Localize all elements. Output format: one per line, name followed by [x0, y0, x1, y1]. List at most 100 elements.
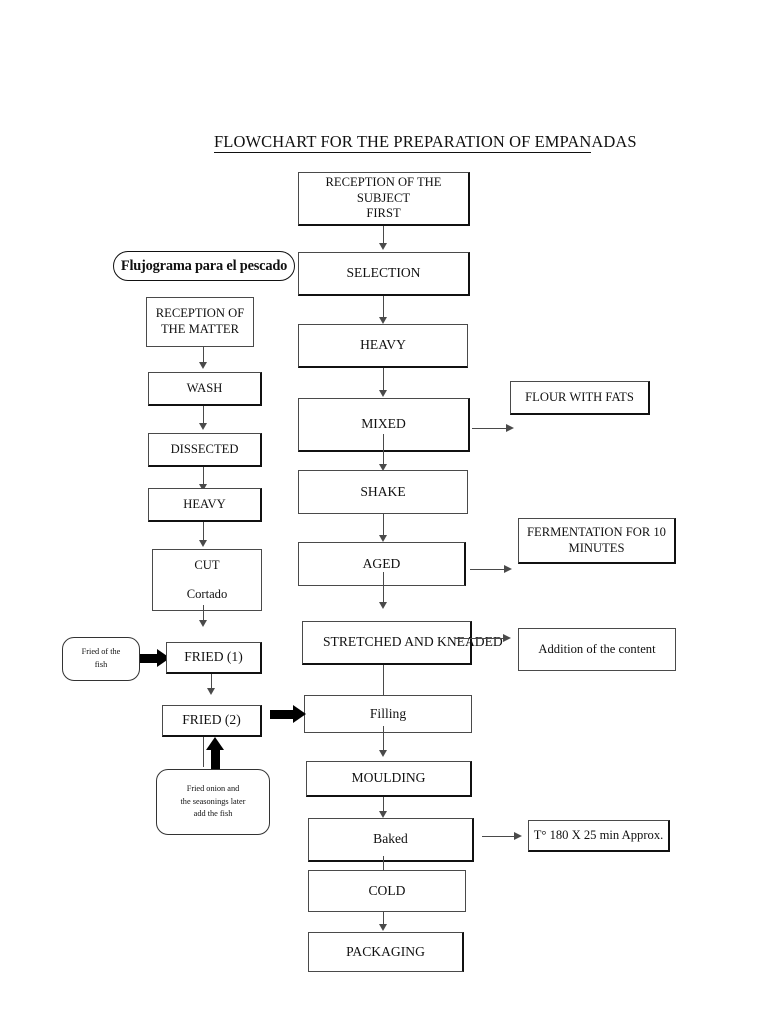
node-aged[interactable]: AGED — [298, 542, 466, 586]
connector-dissected-to-heavy — [203, 467, 205, 487]
node-stretched-kneaded[interactable]: STRETCHED AND KNEADED — [302, 621, 503, 665]
connector-onion-stub — [203, 737, 205, 767]
node-heavy-fish[interactable]: HEAVY — [148, 488, 262, 522]
arrowhead-shake — [379, 464, 387, 471]
fat-arrow-shaft — [140, 654, 158, 663]
connector-matter-to-wash — [203, 347, 205, 365]
note-flour-with-fats[interactable]: FLOUR WITH FATS — [510, 381, 650, 415]
note-addition-content[interactable]: Addition of the content — [518, 628, 676, 671]
page-title-underlined: FLOWCHART FOR THE PREPARATION OF EMPAN — [214, 132, 592, 153]
node-line-1: DISSECTED — [170, 441, 239, 456]
arrowhead-wash — [199, 362, 207, 369]
node-wash[interactable]: WASH — [148, 372, 262, 406]
node-line-2: THE MATTER — [160, 322, 239, 336]
fat-arrow-onion-to-fried2 — [206, 737, 225, 769]
node-line-1: RECEPTION OF THE SUBJECT — [325, 174, 442, 205]
note-baking-temp[interactable]: T° 180 X 25 min Approx. — [528, 820, 670, 852]
node-selection[interactable]: SELECTION — [298, 252, 470, 296]
bubble-flujograma-pescado[interactable]: Flujograma para el pescado — [113, 251, 295, 281]
node-line-1: MOULDING — [351, 770, 426, 785]
arrowhead-selection — [379, 243, 387, 250]
connector-heavy-to-cut — [203, 522, 205, 544]
connector-cold-to-packaging — [383, 912, 385, 928]
note-line-2: fish — [94, 660, 108, 669]
fat-arrow-head — [206, 737, 224, 750]
connector-stretched-to-addition — [455, 638, 505, 640]
node-heavy-main[interactable]: HEAVY — [298, 324, 468, 368]
connector-reception-to-selection — [383, 226, 385, 247]
arrowhead-mixed — [379, 390, 387, 397]
page-title: FLOWCHART FOR THE PREPARATION OF EMPANAD… — [214, 132, 637, 153]
page-title-tail: ADAS — [591, 132, 637, 151]
arrowhead-stretched — [379, 602, 387, 609]
arrowhead-fried-1 — [199, 620, 207, 627]
note-fried-onion[interactable]: Fried onion and the seasonings later add… — [156, 769, 270, 835]
fat-arrow-shaft — [270, 710, 294, 719]
node-line-1: AGED — [362, 555, 401, 571]
node-line-2: FIRST — [366, 206, 401, 221]
node-line-1: MIXED — [361, 416, 406, 431]
node-baked[interactable]: Baked — [308, 818, 474, 862]
connector-moulding-to-baked — [383, 797, 385, 815]
connector-selection-to-heavy — [383, 296, 385, 321]
connector-stretched-to-filling — [383, 665, 385, 695]
node-dissected[interactable]: DISSECTED — [148, 433, 262, 467]
connector-cut-to-fried1 — [203, 605, 205, 625]
node-line-1: STRETCHED AND KNEADED — [323, 634, 503, 649]
node-mixed[interactable]: MIXED — [298, 398, 470, 452]
node-fried-1[interactable]: FRIED (1) — [166, 642, 262, 674]
node-line-1: FRIED (1) — [184, 649, 243, 664]
node-line-1: COLD — [368, 882, 406, 898]
node-shake[interactable]: SHAKE — [298, 470, 468, 514]
node-filling[interactable]: Filling — [304, 695, 472, 733]
arrowhead-heavy — [379, 317, 387, 324]
node-line-1: RECEPTION OF — [155, 306, 245, 321]
connector-aged-to-stretched — [383, 572, 385, 606]
fat-arrow-fried2-to-filling — [270, 705, 310, 724]
arrowhead-cut — [199, 540, 207, 547]
node-line-1: HEAVY — [360, 337, 406, 352]
arrowhead-dissected — [199, 423, 207, 430]
connector-mixed-to-shake — [383, 434, 385, 468]
connector-filling-to-moulding — [383, 726, 385, 754]
node-line-1: PACKAGING — [346, 943, 425, 959]
connector-shake-to-aged — [383, 514, 385, 539]
arrowhead-aged — [379, 535, 387, 542]
note-line-2: MINUTES — [568, 540, 625, 555]
node-line-1: FRIED (2) — [182, 712, 241, 727]
arrowhead-flour-with-fats — [506, 424, 514, 432]
connector-aged-to-fermentation — [470, 569, 506, 571]
connector-fried1-to-fried2 — [211, 674, 213, 692]
node-line-1: SHAKE — [360, 483, 406, 499]
connector-wash-to-dissected — [203, 406, 205, 426]
node-cut[interactable]: CUT Cortado — [152, 549, 262, 611]
node-packaging[interactable]: PACKAGING — [308, 932, 464, 972]
connector-heavy-to-mixed — [383, 368, 385, 394]
node-line-1: Baked — [373, 831, 408, 846]
node-reception-subject[interactable]: RECEPTION OF THE SUBJECT FIRST — [298, 172, 470, 226]
node-reception-matter[interactable]: RECEPTION OF THE MATTER — [146, 297, 254, 347]
arrowhead-baking-temp — [514, 832, 522, 840]
node-line-1: WASH — [186, 380, 223, 395]
fat-arrow-head — [293, 705, 306, 723]
connector-baked-to-cold — [383, 856, 385, 870]
node-line-1: Filling — [369, 705, 407, 721]
note-fermentation[interactable]: FERMENTATION FOR 10 MINUTES — [518, 518, 676, 564]
node-line-1: SELECTION — [346, 265, 421, 280]
note-fried-of-the-fish[interactable]: Fried of the fish — [62, 637, 140, 681]
note-line-1: Fried of the — [81, 647, 121, 657]
node-moulding[interactable]: MOULDING — [306, 761, 472, 797]
note-line-1: FERMENTATION FOR 10 — [527, 524, 666, 539]
note-line-2: the seasonings later — [180, 796, 246, 806]
bubble-text: Flujograma para el pescado — [120, 257, 288, 274]
note-text: FLOUR WITH FATS — [525, 389, 634, 404]
node-fried-2[interactable]: FRIED (2) — [162, 705, 262, 737]
note-line-3: add the fish — [193, 809, 233, 819]
node-line-1: CUT — [194, 557, 220, 572]
note-text: T° 180 X 25 min Approx. — [533, 827, 664, 842]
node-cold[interactable]: COLD — [308, 870, 466, 912]
arrowhead-moulding — [379, 750, 387, 757]
node-line-1: HEAVY — [183, 496, 226, 511]
note-text: Addition of the content — [538, 641, 656, 656]
